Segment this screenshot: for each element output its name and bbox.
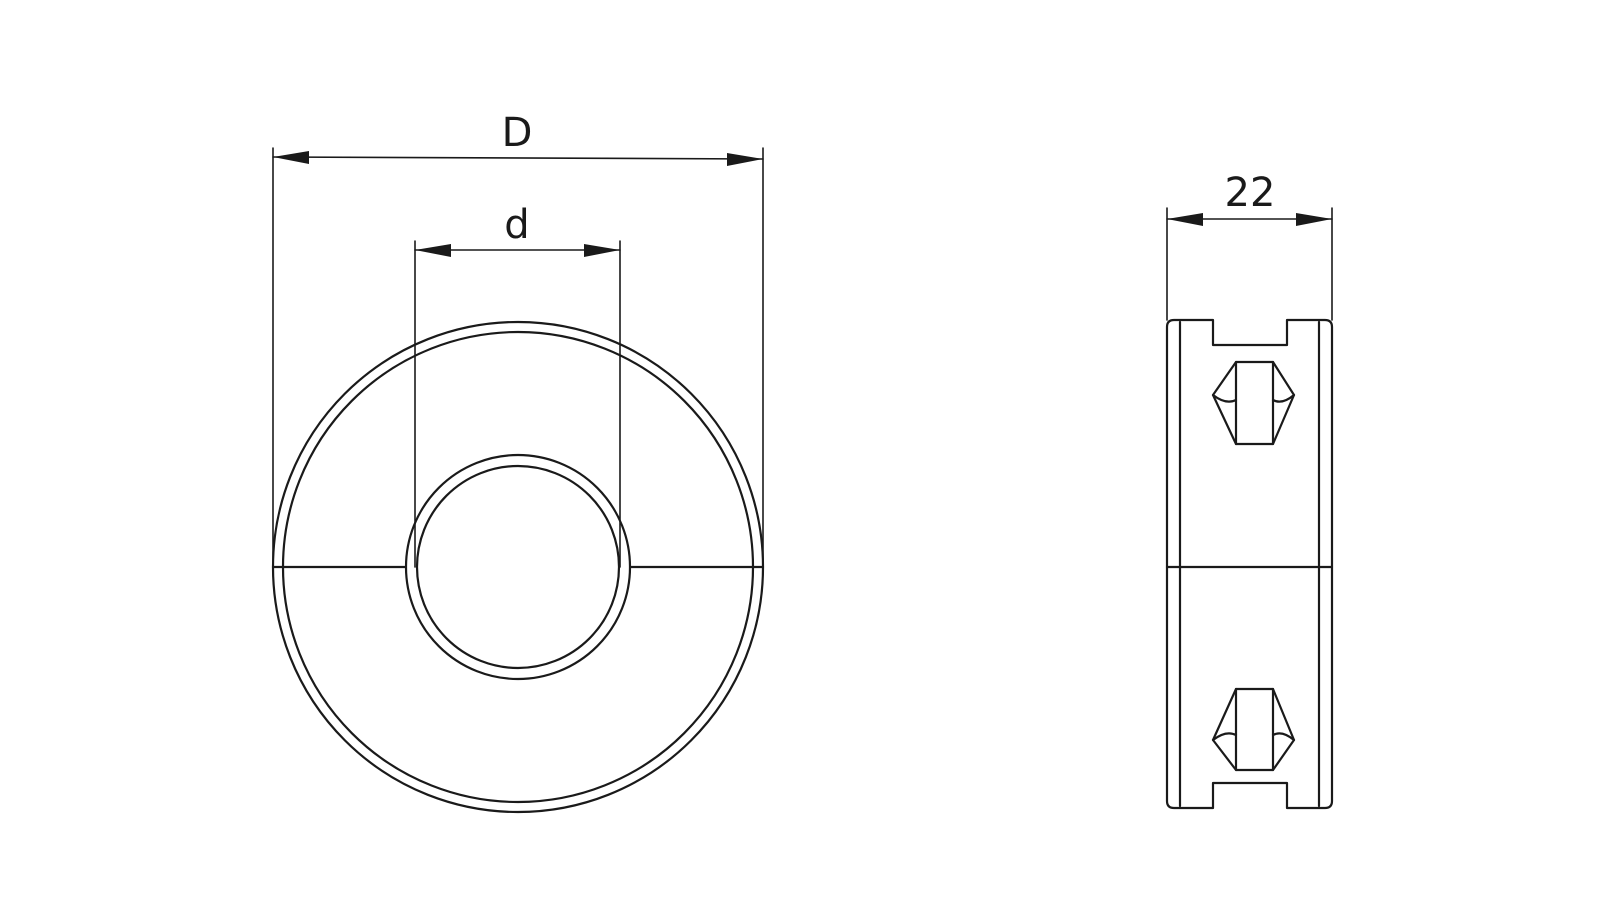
arrowhead-right — [584, 244, 620, 257]
dimension-inner-diameter: d — [414, 202, 621, 568]
dimension-line — [272, 156, 764, 160]
dimension-label-width: 22 — [1225, 170, 1276, 216]
side-view-outline — [1165, 318, 1334, 810]
dimension-outer-diameter: D — [272, 110, 764, 568]
screw-hex-edge — [1211, 393, 1238, 403]
arrowhead-left — [1167, 213, 1203, 226]
arrowhead-left — [415, 244, 451, 257]
dimension-label-d-outer: D — [502, 110, 533, 156]
screw-bottom — [1211, 687, 1296, 772]
arrowhead-right — [727, 153, 763, 166]
screw-top — [1211, 360, 1296, 446]
front-view — [271, 320, 765, 814]
screw-hex-edge — [1211, 732, 1238, 742]
bore-chamfer-circle — [404, 453, 632, 681]
dimension-label-d-inner: d — [504, 202, 529, 248]
screw-hex-edge — [1271, 732, 1296, 742]
bore-circle — [415, 464, 621, 670]
arrowhead-right — [1296, 213, 1332, 226]
dimension-width: 22 — [1166, 170, 1333, 321]
side-view — [1165, 318, 1334, 810]
screw-head-hexagon — [1211, 360, 1296, 446]
arrowhead-left — [273, 151, 309, 164]
screw-head-hexagon — [1211, 687, 1296, 772]
screw-hex-edge — [1271, 393, 1296, 403]
